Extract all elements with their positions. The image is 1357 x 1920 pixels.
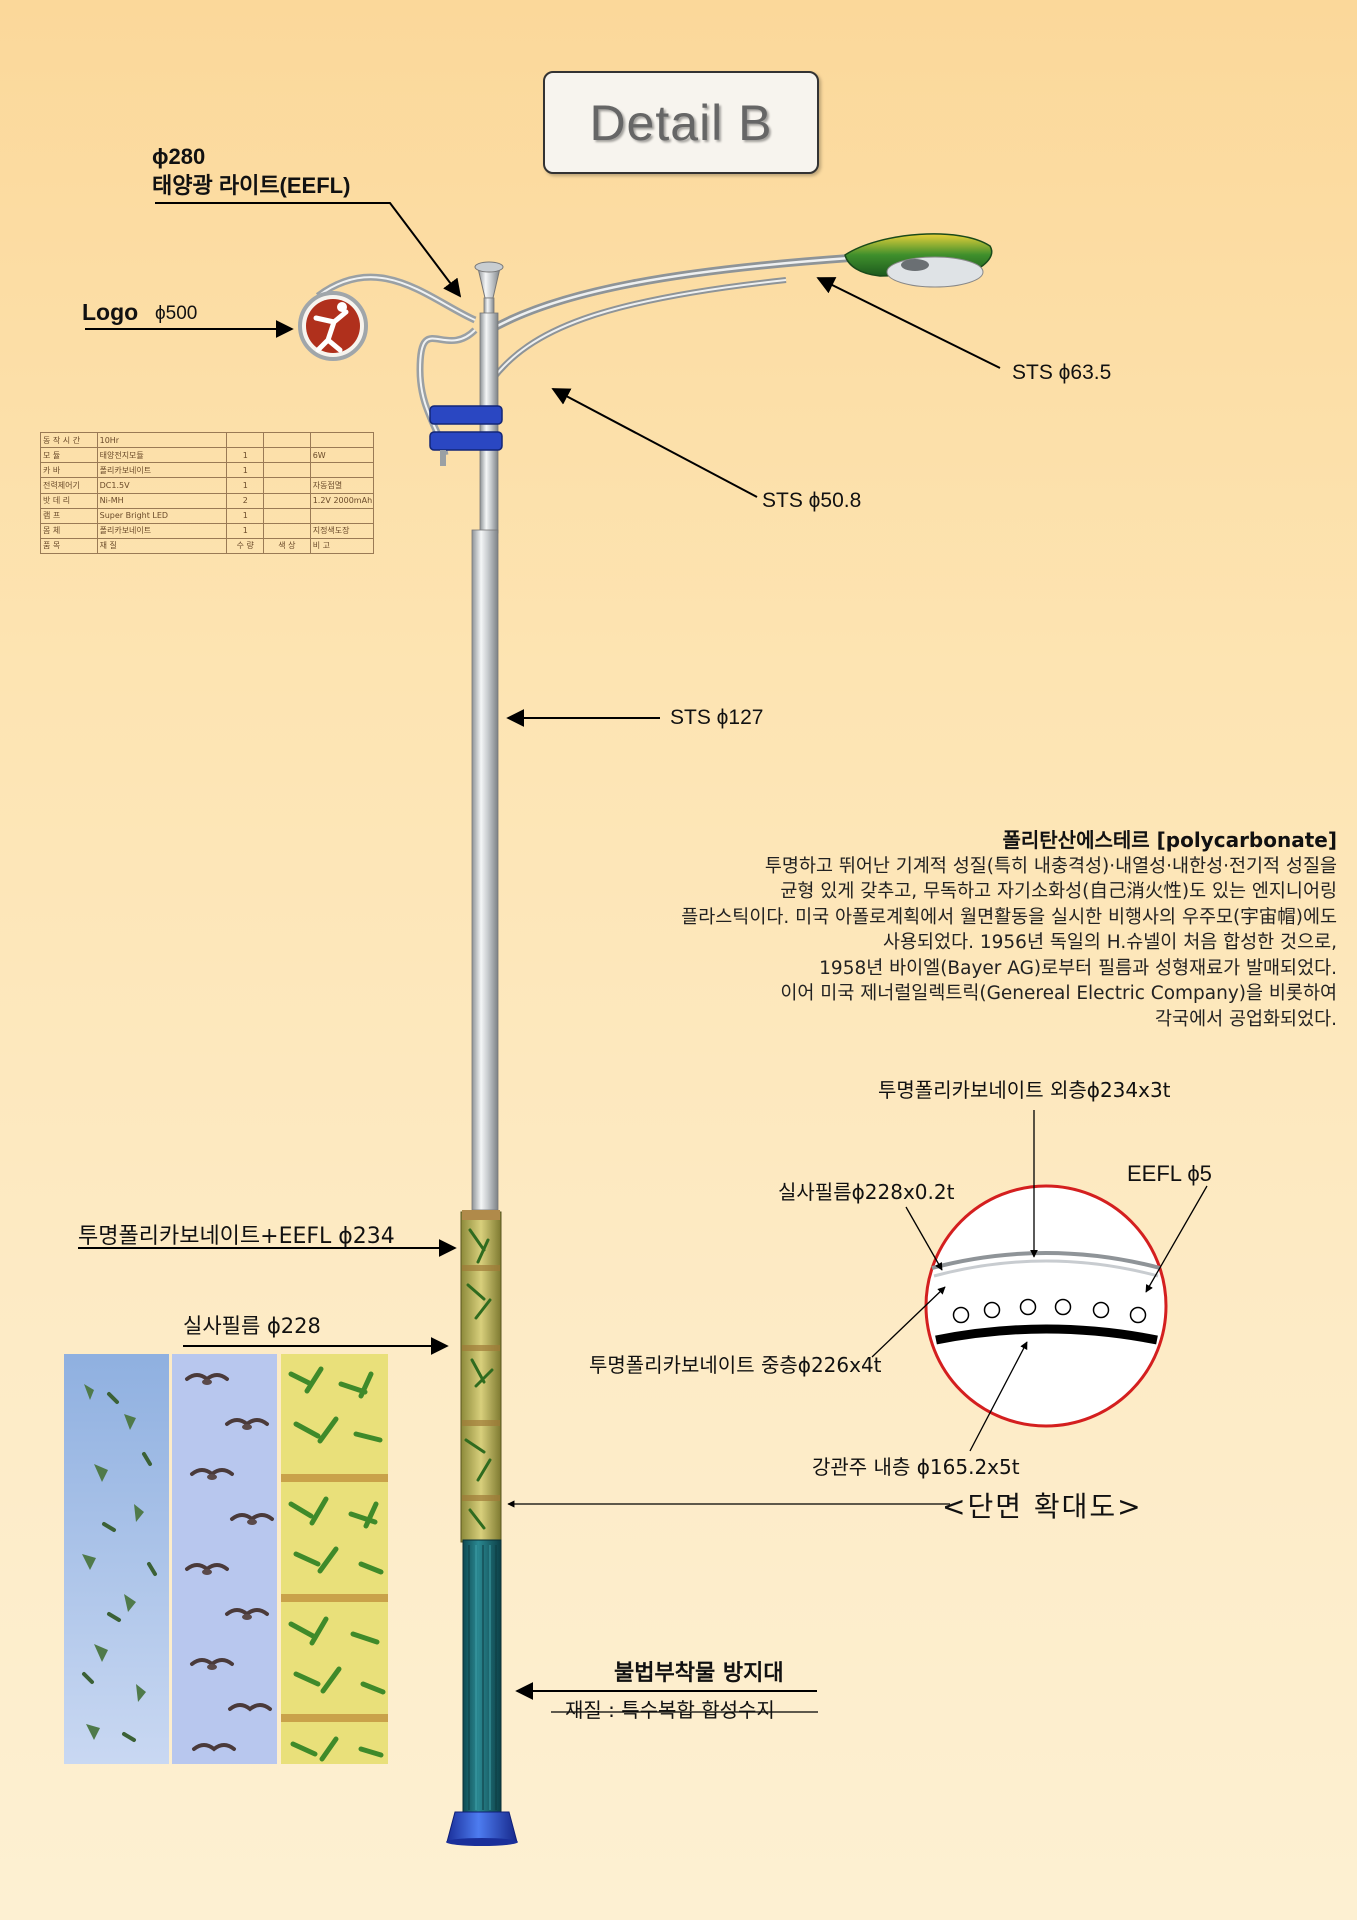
spec-table-cell: [263, 431, 311, 449]
arm-small-label: STS ϕ50.8: [762, 489, 862, 512]
spec-table-cell: Super Bright LED: [96, 507, 228, 524]
spec-table-cell: 품 목: [40, 537, 98, 555]
title-box: Detail B: [543, 71, 819, 174]
spec-table-cell: 카 바: [40, 462, 98, 479]
spec-table-cell: 색 상: [263, 537, 311, 555]
section-caption: <단면 확대도>: [942, 1490, 1143, 1523]
spec-table-cell: 폴리카보네이트: [96, 522, 228, 539]
spec-table-cell: 태양전지모듈: [96, 447, 228, 464]
description-line: 이어 미국 제너럴일렉트릭(Genereal Electric Company)…: [780, 983, 1337, 1004]
spec-table-cell: 전력제어기: [40, 477, 98, 494]
spec-table-cell: 지정색도장: [309, 522, 375, 539]
description-line: 1958년 바이엘(Bayer AG)로부터 필름과 성형재료가 발매되었다.: [819, 957, 1337, 979]
spec-table-cell: 모 듈: [40, 447, 98, 464]
spec-table-cell: 10Hr: [96, 431, 228, 449]
film-sample-birds: [172, 1354, 277, 1764]
spec-table-cell: 재 질: [96, 537, 228, 555]
section-outer-layer-label: 투명폴리카보네이트 외층ϕ234x3t: [878, 1078, 1171, 1102]
spec-table-cell: 동 작 시 간: [40, 431, 98, 449]
spec-table-cell: 밧 데 리: [40, 492, 98, 509]
film-sample-bamboo: [281, 1354, 388, 1764]
spec-table-cell: 1: [226, 507, 265, 524]
spec-table-cell: 1: [226, 522, 265, 539]
spec-table-cell: [309, 431, 375, 449]
section-middle-layer-label: 투명폴리카보네이트 중층ϕ226x4t: [589, 1353, 882, 1377]
spec-table-cell: Ni-MH: [96, 492, 228, 509]
spec-table-cell: 비 고: [309, 537, 375, 555]
description-line: 투명하고 뛰어난 기계적 성질(특히 내충격성)·내열성·내한성·전기적 성질을: [764, 855, 1337, 877]
spec-table-cell: [263, 507, 311, 524]
spec-table-cell: 램 프: [40, 507, 98, 524]
cover-outer-label: 투명폴리카보네이트+EEFL ϕ234: [78, 1224, 395, 1249]
logo-label: Logo: [82, 299, 139, 325]
spec-table-cell: 폴리카보네이트: [96, 462, 228, 479]
top-solar-light: [474, 261, 504, 317]
section-film-layer-label: 실사필름ϕ228x0.2t: [778, 1180, 955, 1204]
section-inner-pipe-label: 강관주 내층 ϕ165.2x5t: [812, 1455, 1020, 1479]
spec-table-cell: [263, 462, 311, 479]
spec-table-cell: 1: [226, 462, 265, 479]
page-title: Detail B: [589, 94, 773, 151]
spec-table-cell: 자동점멸: [309, 477, 375, 494]
logo-arm: [315, 273, 478, 456]
annotation-leaders: [78, 202, 1001, 1713]
film-sample-leaves: [64, 1354, 169, 1764]
arm-clamps: [429, 405, 503, 466]
spec-table-cell: 몸 체: [40, 522, 98, 539]
lamp-head: [844, 233, 993, 288]
spec-table-cell: [226, 431, 265, 449]
lamp-arms: [488, 254, 851, 382]
spec-table-cell: [263, 522, 311, 539]
spec-table-cell: DC1.5V: [96, 477, 228, 494]
arm-large-label: STS ϕ63.5: [1012, 361, 1112, 384]
description-line: 각국에서 공업화되었다.: [1155, 1008, 1337, 1030]
base-title-label: 불법부착물 방지대: [614, 1661, 784, 1686]
description-heading: 폴리탄산에스테르 [polycarbonate]: [1002, 828, 1337, 852]
logo-diameter-label: ϕ500: [155, 303, 198, 324]
main-pole: [471, 529, 499, 1211]
spec-table-cell: 1: [226, 477, 265, 494]
section-leaders: [871, 1110, 1208, 1452]
polycarbonate-description: 폴리탄산에스테르 [polycarbonate] 투명하고 뛰어난 기계적 성질…: [517, 828, 1337, 1032]
base-material-label: 재질 : 특수복합 합성수지: [565, 1698, 775, 1722]
description-line: 균형 있게 갖추고, 무독하고 자기소화성(自己消火性)도 있는 엔지니어링: [780, 881, 1337, 902]
cross-section-detail: [924, 1184, 1168, 1428]
spec-table-cell: [309, 462, 375, 479]
spec-table-cell: 1: [226, 447, 265, 464]
spec-table-cell: [263, 492, 311, 509]
spec-table-cell: [263, 447, 311, 464]
decorative-cover: [460, 1210, 502, 1543]
section-eefl-label: EEFL ϕ5: [1127, 1161, 1212, 1186]
spec-table-cell: 수 량: [226, 537, 265, 555]
anti-poster-base: [446, 1539, 518, 1846]
spec-table-cell: 6W: [309, 447, 375, 464]
spec-table-cell: [263, 477, 311, 494]
description-line: 사용되었다. 1956년 독일의 H.슈넬이 처음 합성한 것으로,: [883, 932, 1337, 953]
pole-label: STS ϕ127: [670, 706, 764, 729]
spec-table-cell: 1.2V 2000mAh: [309, 492, 375, 509]
film-label: 실사필름 ϕ228: [183, 1314, 321, 1338]
top-light-diameter-label: ϕ280: [152, 144, 206, 169]
spec-table-cell: 2: [226, 492, 265, 509]
description-line: 플라스틱이다. 미국 아폴로계획에서 월면활동을 실시한 비행사의 우주모(宇宙…: [681, 906, 1337, 928]
logo-sign: [298, 291, 368, 361]
top-light-name-label: 태양광 라이트(EEFL): [152, 173, 351, 198]
spec-table-cell: [309, 507, 375, 524]
